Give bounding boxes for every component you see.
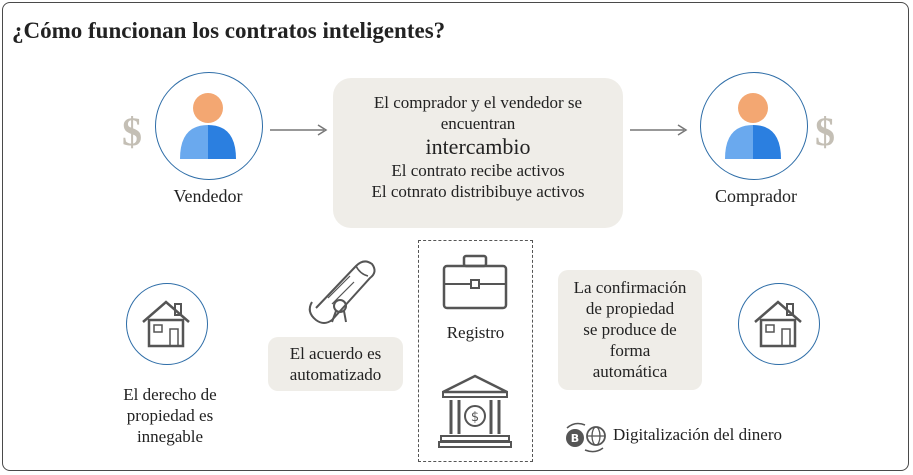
bank-icon: $ <box>438 374 512 448</box>
buyer-label: Comprador <box>715 186 797 206</box>
arrow-right-icon <box>270 124 328 136</box>
person-icon <box>725 93 781 159</box>
exchange-line-5: El cotnrato distribibuye activos <box>371 182 585 201</box>
digitalization-label: Digitalización del dinero <box>613 425 782 444</box>
property-right-text: El derecho de propiedad es innegable <box>123 385 217 446</box>
exchange-box: El comprador y el vendedor se encuentran… <box>333 78 623 228</box>
confirmation-chip: La confirmación de propiedad se produce … <box>558 270 702 390</box>
house-icon <box>142 300 190 348</box>
diagram-title: ¿Cómo funcionan los contratos inteligent… <box>12 18 446 43</box>
arrow-right-icon <box>630 124 688 136</box>
buyer-avatar <box>700 72 808 180</box>
svg-text:$: $ <box>471 410 479 425</box>
exchange-heading: intercambio <box>425 134 531 159</box>
registry-label: Registro <box>446 323 505 342</box>
house-circle <box>738 283 820 365</box>
svg-text:B: B <box>571 432 579 445</box>
buyer-dollar-icon: $ <box>815 109 835 154</box>
house-circle <box>126 283 208 365</box>
briefcase-icon <box>442 254 508 310</box>
registry-box <box>418 240 533 462</box>
person-icon <box>180 93 236 159</box>
scroll-certificate-icon <box>308 260 376 324</box>
exchange-line-2: encuentran <box>440 114 516 133</box>
crypto-exchange-icon: B <box>566 422 606 453</box>
seller-avatar <box>155 72 263 180</box>
house-icon <box>754 300 802 348</box>
exchange-line-1: El comprador y el vendedor se <box>373 93 583 112</box>
seller-dollar-icon: $ <box>122 109 142 154</box>
exchange-line-4: El contrato recibe activos <box>391 161 565 180</box>
seller-label: Vendedor <box>173 186 243 206</box>
agreement-chip: El acuerdo es automatizado <box>268 337 403 391</box>
